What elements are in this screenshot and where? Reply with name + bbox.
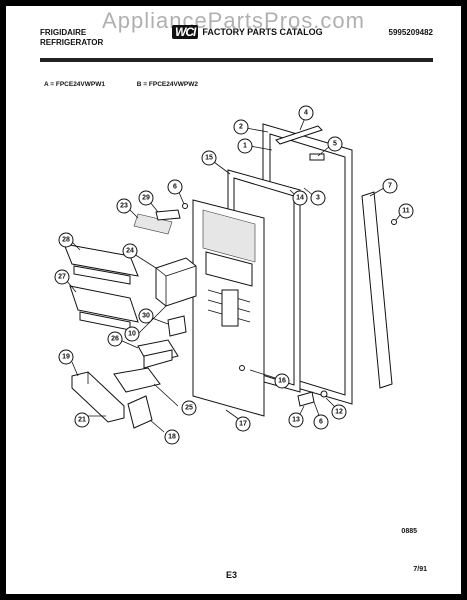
callout-4: 4 bbox=[298, 105, 314, 121]
liner-upper-panel bbox=[202, 209, 256, 263]
svg-text:21: 21 bbox=[78, 417, 86, 424]
svg-text:4: 4 bbox=[304, 110, 308, 117]
wci-logo-icon: WCI bbox=[172, 25, 199, 39]
callout-17: 17 bbox=[235, 416, 251, 432]
dispenser-recess bbox=[221, 289, 239, 327]
svg-text:14: 14 bbox=[296, 195, 304, 202]
brand-block: FRIGIDAIRE REFRIGERATOR bbox=[40, 28, 103, 48]
callout-25: 25 bbox=[181, 400, 197, 416]
callout-27: 27 bbox=[54, 269, 70, 285]
model-legend: A = FPCE24VWPW1 B = FPCE24VWPW2 bbox=[44, 81, 228, 88]
stop-16 bbox=[239, 365, 245, 371]
svg-text:23: 23 bbox=[120, 203, 128, 210]
callout-11: 11 bbox=[398, 203, 414, 219]
callout-13: 13 bbox=[288, 412, 304, 428]
svg-text:24: 24 bbox=[126, 248, 134, 255]
callout-3: 3 bbox=[310, 190, 326, 206]
svg-text:25: 25 bbox=[185, 405, 193, 412]
top-strip-4 bbox=[275, 125, 323, 145]
watermark-text: AppliancePartsPros.com bbox=[102, 8, 365, 33]
callout-21: 21 bbox=[74, 412, 90, 428]
callout-6: 6 bbox=[167, 179, 183, 195]
svg-text:27: 27 bbox=[58, 274, 66, 281]
svg-text:19: 19 bbox=[62, 354, 70, 361]
callout-2: 2 bbox=[233, 119, 249, 135]
svg-text:29: 29 bbox=[142, 195, 150, 202]
svg-text:26: 26 bbox=[111, 336, 119, 343]
bin-25 bbox=[113, 367, 161, 393]
svg-text:2: 2 bbox=[239, 124, 243, 131]
bin-28 bbox=[63, 243, 139, 277]
catalog-number: 5995209482 bbox=[388, 28, 434, 37]
hinge-13 bbox=[297, 391, 315, 407]
svg-text:30: 30 bbox=[142, 313, 150, 320]
svg-text:28: 28 bbox=[62, 237, 70, 244]
callout-7: 7 bbox=[382, 178, 398, 194]
bin-27 bbox=[69, 285, 139, 323]
bracket-18 bbox=[127, 395, 153, 429]
callout-5: 5 bbox=[327, 136, 343, 152]
brand-name: FRIGIDAIRE bbox=[40, 28, 87, 37]
svg-text:13: 13 bbox=[292, 417, 300, 424]
screw-12 bbox=[320, 390, 328, 398]
catalog-date: 7/91 bbox=[413, 566, 427, 573]
screw-11 bbox=[391, 219, 397, 225]
svg-text:1: 1 bbox=[243, 143, 247, 150]
svg-text:3: 3 bbox=[316, 195, 320, 202]
callout-14: 14 bbox=[292, 190, 308, 206]
catalog-title: FACTORY PARTS CATALOG bbox=[202, 27, 323, 37]
svg-text:7: 7 bbox=[388, 183, 392, 190]
callout-18: 18 bbox=[164, 429, 180, 445]
product-type: REFRIGERATOR bbox=[40, 38, 104, 47]
svg-text:17: 17 bbox=[239, 421, 247, 428]
page-number: E3 bbox=[226, 570, 238, 580]
header-divider bbox=[40, 58, 433, 62]
liner-mid-panel bbox=[205, 251, 253, 287]
drawing-code: 0885 bbox=[401, 528, 417, 535]
model-a: A = FPCE24VWPW1 bbox=[44, 81, 105, 88]
callout-19: 19 bbox=[58, 349, 74, 365]
callout-12: 12 bbox=[331, 404, 347, 420]
callout-10: 10 bbox=[124, 326, 140, 342]
svg-text:6: 6 bbox=[173, 184, 177, 191]
catalog-title-block: WCI FACTORY PARTS CATALOG bbox=[172, 25, 323, 39]
screw-6a bbox=[182, 203, 188, 209]
trim-strip-7 bbox=[361, 191, 393, 389]
part-5 bbox=[309, 153, 325, 161]
callout-24: 24 bbox=[122, 243, 138, 259]
callout-1: 1 bbox=[237, 138, 253, 154]
callout-23: 23 bbox=[116, 198, 132, 214]
svg-text:6: 6 bbox=[319, 419, 323, 426]
svg-text:16: 16 bbox=[278, 378, 286, 385]
svg-text:11: 11 bbox=[402, 208, 410, 215]
callout-26: 26 bbox=[107, 331, 123, 347]
callout-29: 29 bbox=[138, 190, 154, 206]
bracket-29 bbox=[155, 209, 181, 221]
svg-text:12: 12 bbox=[335, 409, 343, 416]
callout-15: 15 bbox=[201, 150, 217, 166]
svg-text:15: 15 bbox=[205, 155, 213, 162]
svg-text:10: 10 bbox=[128, 331, 136, 338]
control-box-24 bbox=[155, 257, 197, 307]
model-b: B = FPCE24VWPW2 bbox=[136, 81, 199, 88]
callout-30: 30 bbox=[138, 308, 154, 324]
part-30 bbox=[167, 315, 187, 337]
callout-28: 28 bbox=[58, 232, 74, 248]
svg-text:5: 5 bbox=[333, 141, 337, 148]
svg-text:18: 18 bbox=[168, 434, 176, 441]
callout-6b: 6 bbox=[313, 414, 329, 430]
callout-16: 16 bbox=[274, 373, 290, 389]
